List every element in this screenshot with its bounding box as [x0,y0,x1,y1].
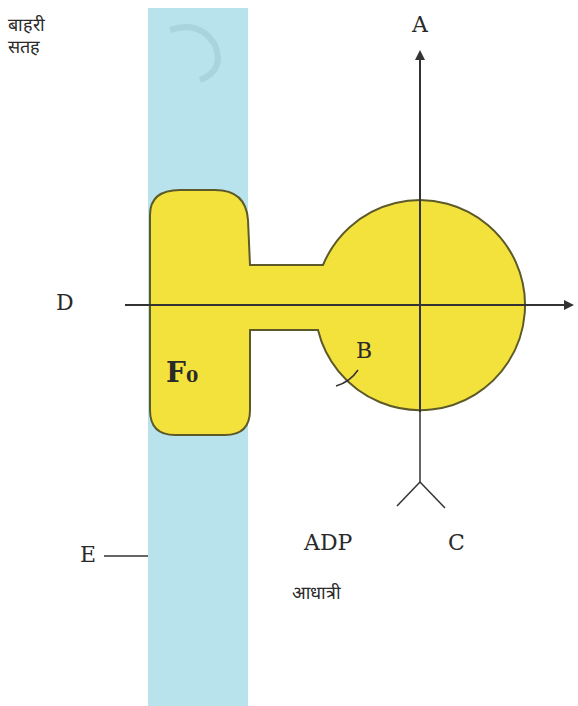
region-label: बाहरी सतह [8,14,80,57]
watermark-swirl [170,27,218,80]
part-letter: C [448,530,465,556]
horizontal-axis [125,304,572,306]
enzyme-outline [148,186,530,438]
vertical-axis [419,52,421,412]
stalk-line [419,412,421,482]
part-letter: B [356,338,372,364]
part-letter: A [412,12,428,38]
molecule-label: ADP [304,530,352,556]
region-label: आधात्री [292,582,341,604]
branch-line [397,482,420,506]
part-letter: D [56,290,74,316]
leader-line [336,370,358,386]
leader-line [104,555,148,557]
subunit-label: F₀ [166,356,198,389]
part-letter: E [80,542,96,568]
branch-line [420,482,445,508]
atp-synthase-shape: F₀ [148,186,530,438]
